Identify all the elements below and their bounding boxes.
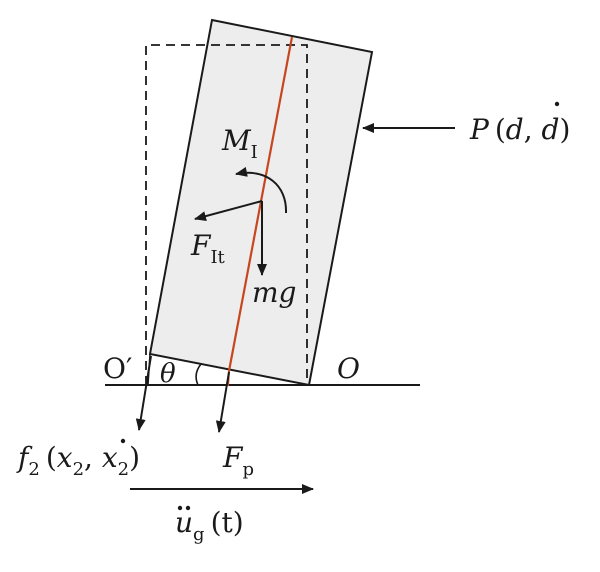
reaction-f2-label: f2(x2, x2) xyxy=(16,441,140,480)
accel-dot-1 xyxy=(177,505,183,511)
force-Fp-label: Fp xyxy=(222,441,254,480)
rate-dot-x2 xyxy=(120,438,126,444)
rest-position-outline xyxy=(145,44,308,385)
pivot-right-label: O xyxy=(337,352,360,385)
inertia-force-arrow xyxy=(194,200,263,221)
accel-dot-2 xyxy=(185,505,191,511)
moment-label: MI xyxy=(221,124,258,163)
ground-accel-label: ug(t) xyxy=(175,506,244,545)
angle-label: θ xyxy=(160,359,176,389)
weight-label: mg xyxy=(252,276,296,309)
force-P-label: P(d, d) xyxy=(469,113,570,146)
inertia-force-label: FIt xyxy=(190,229,226,268)
pivot-left-label: O′ xyxy=(103,352,132,385)
moment-arrow xyxy=(235,166,288,214)
angle-arc xyxy=(195,363,202,386)
force-Fp-arrow xyxy=(215,371,230,433)
block-centerline xyxy=(227,36,294,372)
rate-dot-P xyxy=(554,101,560,107)
reaction-f2-arrow xyxy=(135,355,152,431)
